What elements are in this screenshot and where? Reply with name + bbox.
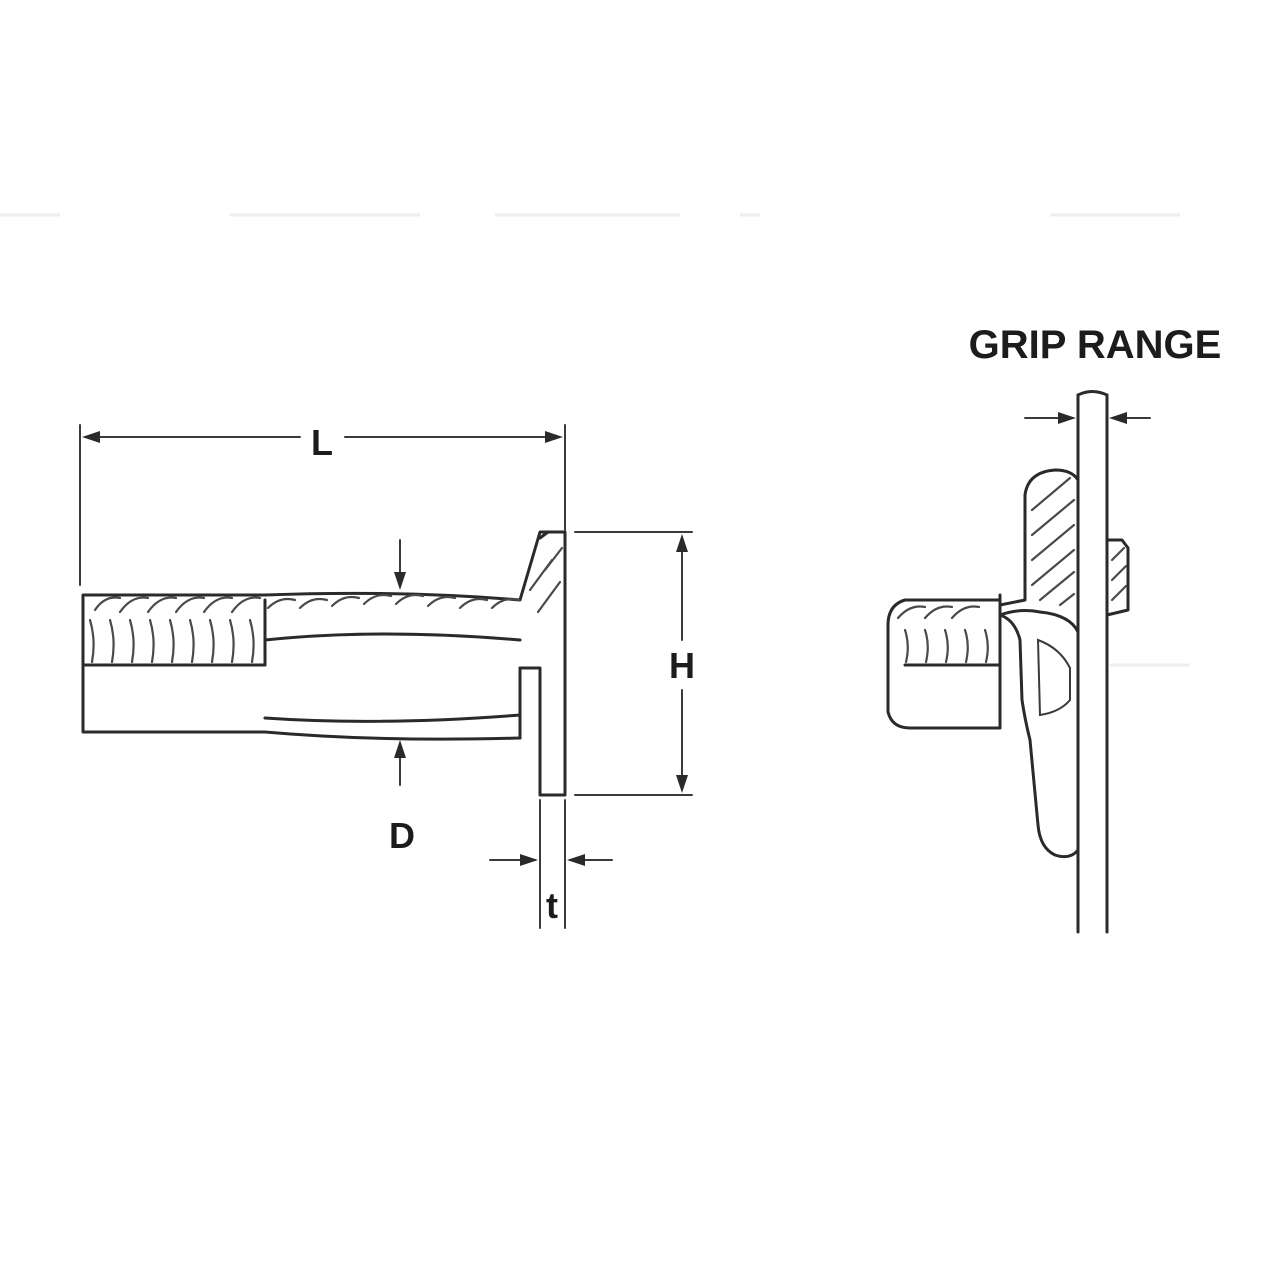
- upper-bulge: [998, 468, 1080, 607]
- installed-thread-hatching: [896, 605, 989, 664]
- upper-bulge-hatching: [1030, 476, 1076, 607]
- lower-wall-inner: [263, 713, 522, 723]
- rivet-nut-body-outline: [81, 530, 567, 797]
- lower-bulge: [998, 609, 1080, 859]
- internal-thread-teeth: [88, 618, 255, 664]
- height-label: H: [669, 645, 695, 686]
- diameter-label: D: [389, 815, 415, 856]
- installed-grip-view: GRIP RANGE: [886, 323, 1222, 934]
- lower-bulge-inner: [1036, 638, 1071, 717]
- diameter-dimension: [394, 539, 406, 786]
- installed-head-hatching: [1110, 546, 1128, 602]
- thickness-dimension: [489, 799, 613, 929]
- installed-head: [1105, 538, 1130, 617]
- sheet-panel: [1076, 390, 1109, 934]
- installed-body: [886, 598, 1002, 730]
- grip-range-dimension: [1024, 412, 1151, 424]
- head-flange: [518, 530, 550, 740]
- upper-wall-inner: [263, 632, 522, 642]
- rivet-nut-section-view: L H D t: [79, 422, 695, 929]
- height-dimension: [574, 531, 693, 796]
- thickness-label: t: [546, 885, 558, 926]
- grip-range-label: GRIP RANGE: [969, 323, 1222, 367]
- upper-wall-hatching: [93, 546, 564, 614]
- length-dimension: [79, 424, 566, 586]
- length-label: L: [311, 422, 333, 463]
